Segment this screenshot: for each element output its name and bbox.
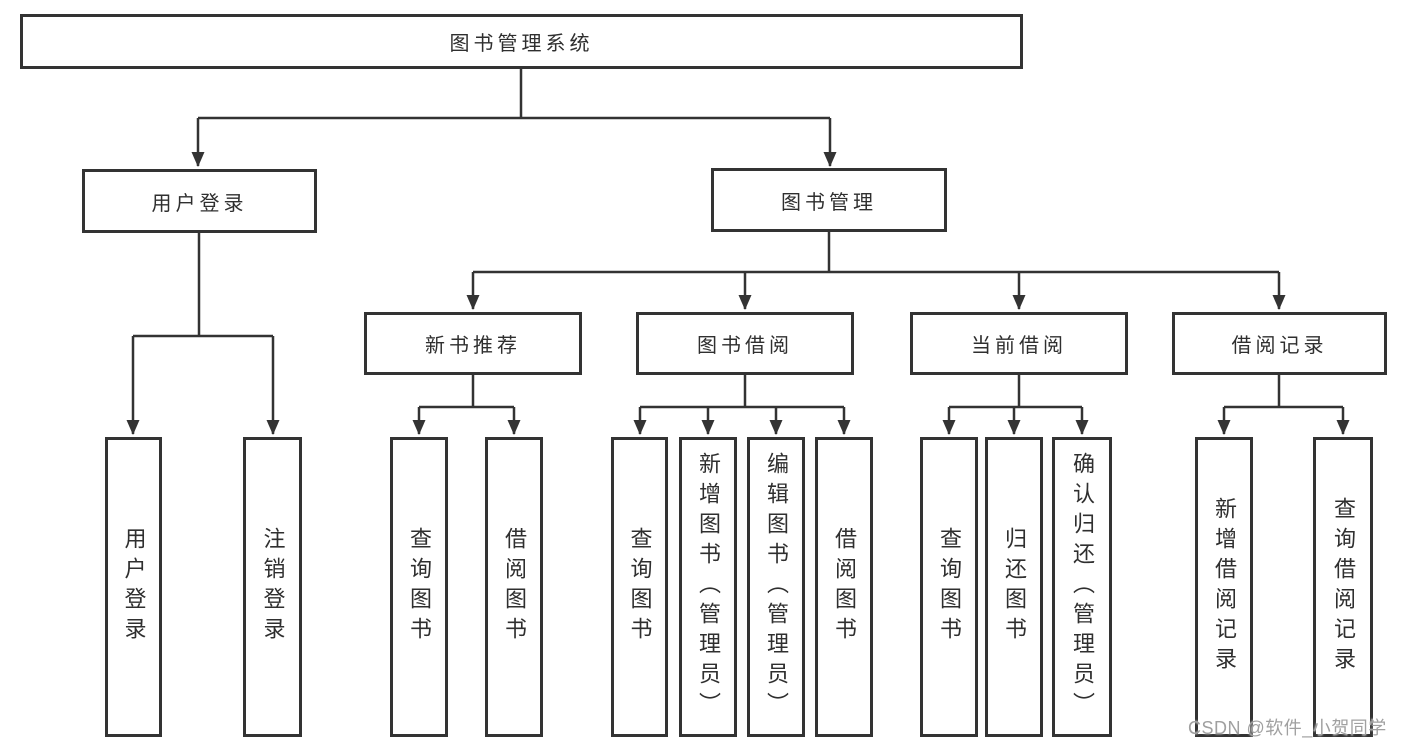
leaf-label: 编辑图书（管理员） — [764, 452, 789, 722]
leaf-user-login: 用户登录 — [105, 437, 162, 737]
leaf-query-books-recommend: 查询图书 — [390, 437, 448, 737]
csdn-watermark: CSDN @软件_小贺同学 — [1188, 718, 1387, 738]
leaf-label: 查询图书 — [407, 527, 432, 647]
leaf-label: 归还图书 — [1002, 527, 1027, 647]
node-label: 图书管理系统 — [449, 33, 594, 55]
leaf-label: 注销登录 — [260, 527, 286, 647]
node-current-borrowing: 当前借阅 — [910, 312, 1128, 375]
leaf-label: 用户登录 — [121, 527, 147, 647]
leaf-query-books-current: 查询图书 — [920, 437, 978, 737]
node-book-management: 图书管理 — [711, 168, 947, 232]
leaf-borrow-books: 借阅图书 — [815, 437, 873, 737]
leaf-confirm-return-admin: 确认归还（管理员） — [1052, 437, 1112, 737]
leaf-label: 查询图书 — [627, 527, 653, 647]
leaf-query-borrow-record: 查询借阅记录 — [1313, 437, 1373, 737]
node-user-login: 用户登录 — [82, 169, 317, 233]
leaf-add-borrow-record: 新增借阅记录 — [1195, 437, 1253, 737]
leaf-label: 查询图书 — [937, 527, 962, 647]
node-label: 当前借阅 — [971, 335, 1067, 357]
node-new-book-recommendation: 新书推荐 — [364, 312, 582, 375]
leaf-add-books-admin: 新增图书（管理员） — [679, 437, 737, 737]
node-library-management-system: 图书管理系统 — [20, 14, 1023, 69]
leaf-label: 借阅图书 — [832, 527, 857, 647]
leaf-label: 确认归还（管理员） — [1070, 452, 1095, 722]
leaf-borrow-books-recommend: 借阅图书 — [485, 437, 543, 737]
node-label: 借阅记录 — [1231, 335, 1328, 357]
leaf-label: 新增借阅记录 — [1212, 497, 1237, 677]
node-book-borrowing: 图书借阅 — [636, 312, 854, 375]
leaf-edit-books-admin: 编辑图书（管理员） — [747, 437, 805, 737]
leaf-label: 借阅图书 — [502, 527, 527, 647]
node-label: 用户登录 — [151, 192, 248, 215]
leaf-label: 新增图书（管理员） — [696, 452, 721, 722]
node-label: 图书借阅 — [697, 335, 793, 357]
leaf-label: 查询借阅记录 — [1331, 497, 1356, 677]
leaf-logout: 注销登录 — [243, 437, 302, 737]
leaf-return-books: 归还图书 — [985, 437, 1043, 737]
leaf-query-books-borrow: 查询图书 — [611, 437, 668, 737]
node-label: 图书管理 — [781, 191, 877, 214]
node-label: 新书推荐 — [425, 335, 521, 357]
node-borrowing-records: 借阅记录 — [1172, 312, 1387, 375]
